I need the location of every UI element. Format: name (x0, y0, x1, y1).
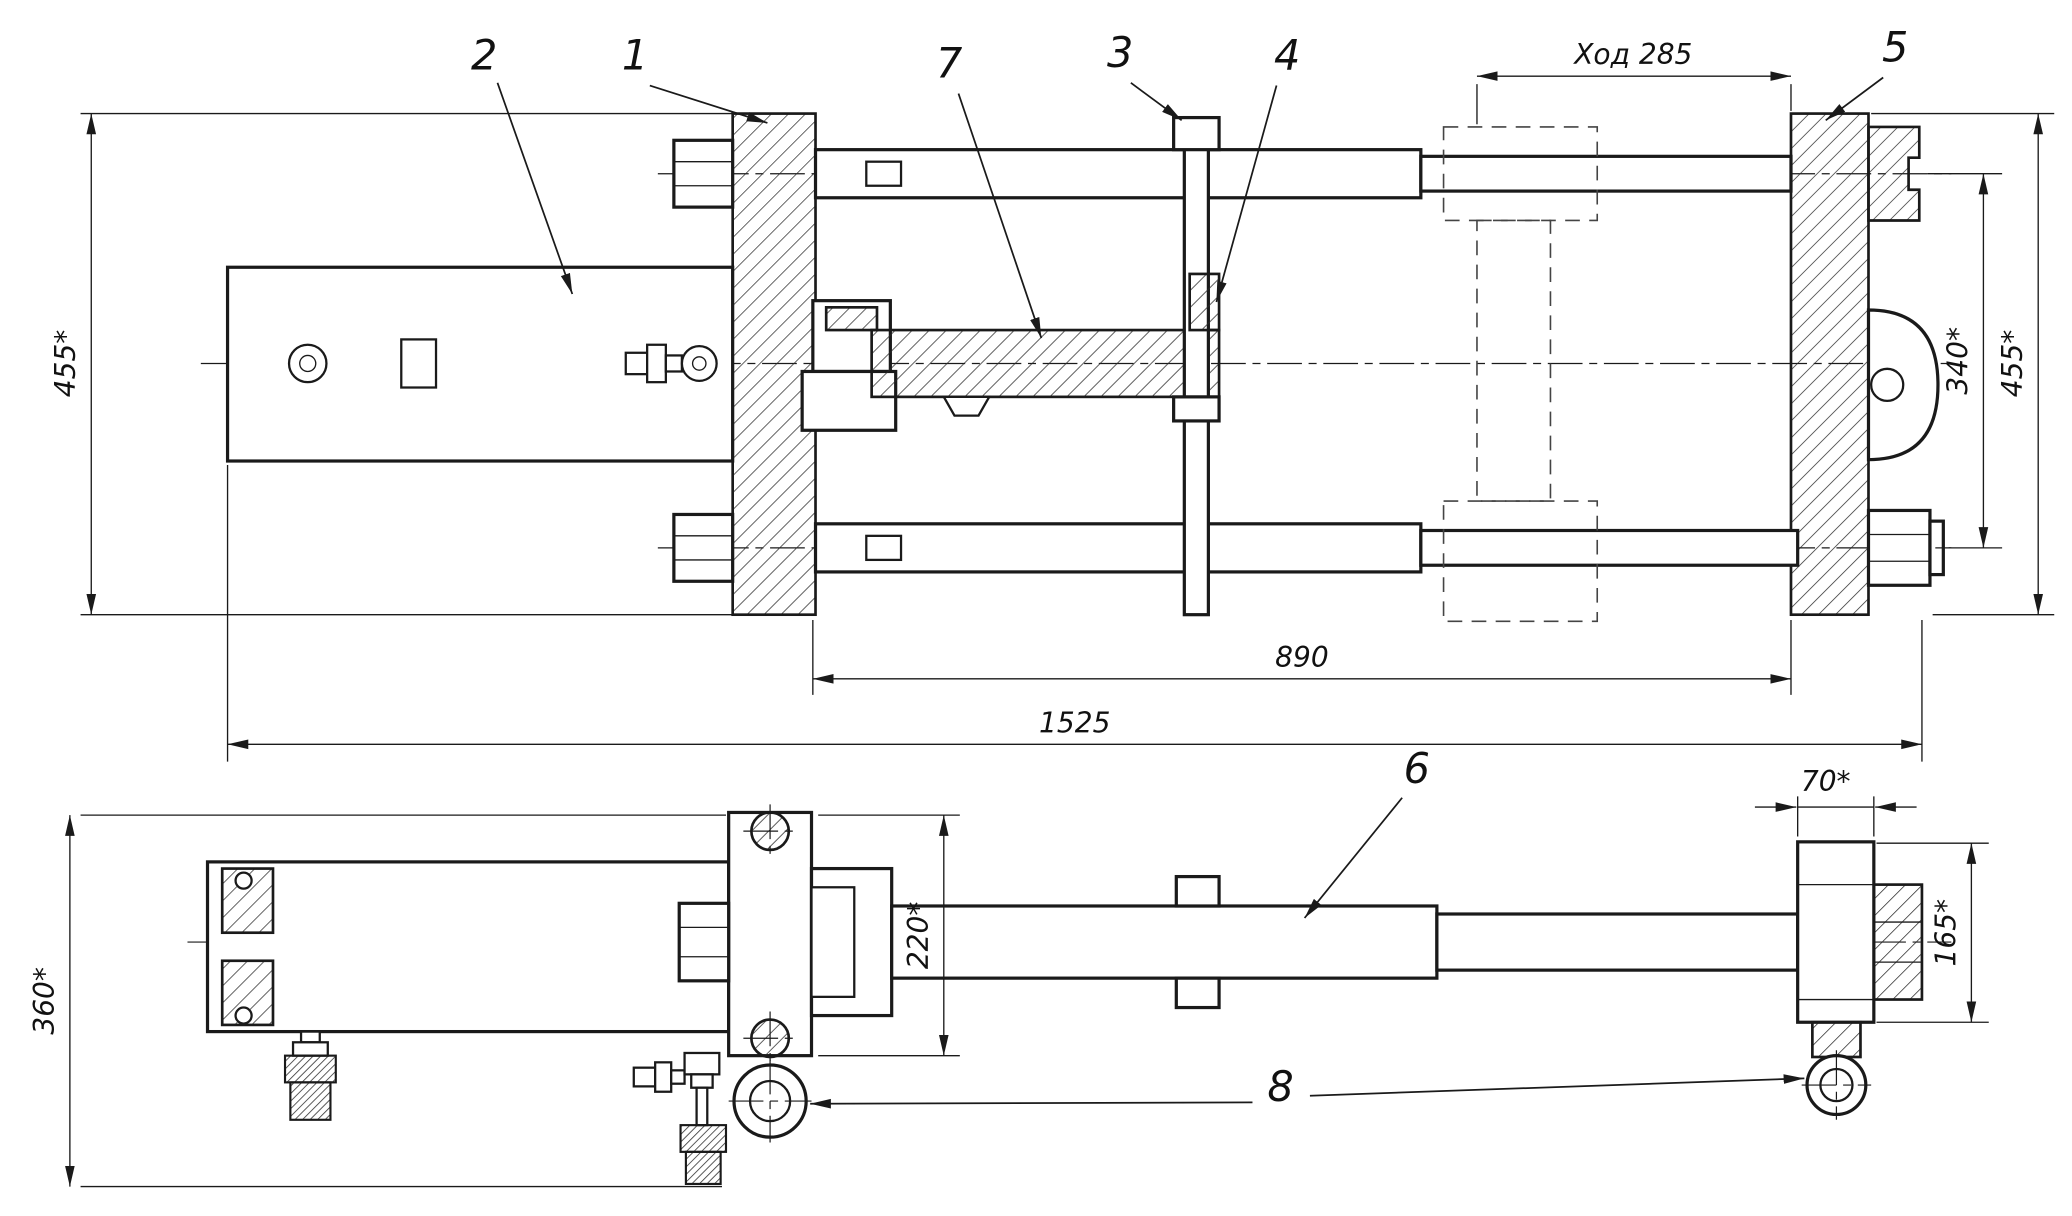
piston-rod-side (890, 874, 1800, 1010)
piston-notch (941, 395, 992, 417)
vertical-valve-fitting (679, 1051, 728, 1185)
grease-fitting (283, 1030, 337, 1121)
guide-bracket (1172, 115, 1221, 617)
bracket-cap (1172, 115, 1221, 152)
dim-rod-spacing: 340* (1941, 327, 1974, 395)
callout-1: 1 (622, 31, 648, 79)
dimensions-side: 360* 220* 70* 165* (28, 765, 1989, 1188)
wedge-block (1188, 272, 1221, 332)
dim-body-height: 220* (902, 902, 935, 970)
rod-collar (1174, 874, 1221, 908)
callout-3: 3 (1107, 29, 1133, 77)
phantom-crosshead (1442, 126, 1599, 623)
side-view: 360* 220* 70* 165* 6 8 (28, 745, 1989, 1188)
rod-nut-side (677, 901, 731, 983)
top-view: 455* Ход 285 340* 455* 890 1525 2 1 7 (49, 23, 2055, 762)
piston-rod (870, 328, 1221, 417)
callouts-side: 6 8 (810, 745, 1805, 1111)
callout-4: 4 (1274, 31, 1300, 79)
callout-6: 6 (1404, 745, 1430, 793)
tie-rod-lower (813, 522, 1800, 574)
rear-flange-cap (1867, 125, 1921, 222)
mounting-plate (225, 265, 735, 463)
dim-end-height: 165* (1929, 899, 1962, 967)
dimensions-top: 455* Ход 285 340* 455* 890 1525 (49, 38, 2055, 762)
end-nut (1872, 883, 1924, 1001)
callout-2: 2 (471, 31, 497, 79)
callout-7: 7 (936, 40, 962, 88)
front-flange (731, 112, 817, 617)
callout-8: 8 (1267, 1063, 1293, 1111)
lift-ring-left (728, 1059, 812, 1143)
tie-rod-upper (813, 148, 1793, 200)
end-block (1796, 840, 1924, 1120)
plate-hole (287, 343, 328, 384)
callout-5: 5 (1882, 23, 1908, 71)
rod-key (865, 534, 903, 562)
dim-end-width: 70* (1801, 765, 1851, 798)
cylinder-head-side (809, 866, 894, 1018)
dim-overall-length: 1525 (1039, 706, 1110, 739)
dim-stroke: Ход 285 (1572, 38, 1692, 71)
bracket-collar (1172, 395, 1221, 423)
rod-key (865, 160, 903, 187)
front-plate-side (727, 804, 814, 1066)
dim-overall-height: 360* (28, 967, 61, 1035)
dim-flange-span: 890 (1275, 641, 1329, 674)
tie-rod-nuts (672, 138, 1945, 587)
plate-fitting (624, 343, 718, 384)
mounting-plate-side (205, 860, 731, 1034)
rear-flange (1789, 112, 1940, 617)
dim-right-height: 455* (1996, 330, 2029, 398)
bolt-hole (234, 871, 253, 890)
clevis-hole (1870, 367, 1905, 403)
bolt-hole (234, 1006, 253, 1025)
side-valve-fitting (632, 1061, 686, 1093)
dim-left-height: 455* (49, 330, 82, 398)
plate-slot (400, 338, 438, 389)
rod-collar (1174, 976, 1221, 1010)
callouts-top: 2 1 7 3 4 5 (471, 23, 1908, 339)
